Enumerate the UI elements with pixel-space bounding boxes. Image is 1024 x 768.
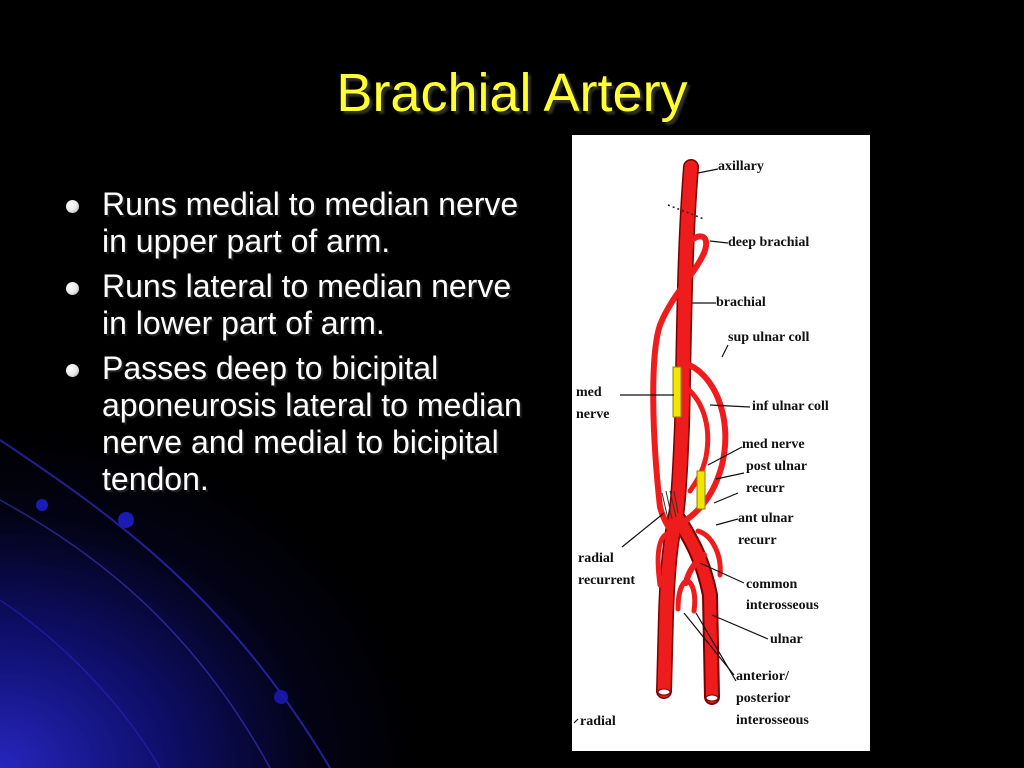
ulnar-end-cap	[705, 694, 719, 702]
median-nerve-upper	[672, 366, 682, 418]
label-med-nerve-left-1: med	[576, 385, 602, 400]
bullet-text: Passes deep to bicipital aponeurosis lat…	[102, 350, 522, 497]
label-deep-brachial: deep brachial	[728, 235, 810, 250]
bicipital-aponeurosis-hatch	[661, 490, 679, 520]
label-med-nerve-left-2: nerve	[576, 407, 610, 422]
label-radial: radial	[580, 714, 616, 729]
deep-brachial-artery	[650, 233, 709, 534]
label-common-interosseous-2: interosseous	[746, 598, 819, 613]
bullet-dot-icon	[66, 364, 79, 377]
bullet-list: Runs medial to median nerve in upper par…	[58, 186, 528, 506]
label-common-interosseous-1: common	[746, 577, 798, 592]
bullet-dot-icon	[66, 282, 79, 295]
artery-diagram: axillary deep brachial brachial sup ulna…	[572, 135, 870, 751]
ulnar-recurrent-artery	[695, 528, 723, 578]
bullet-item: Passes deep to bicipital aponeurosis lat…	[58, 350, 528, 498]
label-axillary: axillary	[718, 159, 764, 174]
bullet-item: Runs medial to median nerve in upper par…	[58, 186, 528, 260]
label-ant-post-interosseous-2: posterior	[736, 691, 791, 706]
anterior-interosseous-artery	[675, 578, 689, 612]
label-radial-recurrent-2: recurrent	[578, 573, 636, 588]
label-ant-ulnar-recurr-1: ant ulnar	[738, 511, 794, 526]
brachial-radial-artery	[657, 160, 698, 698]
bullet-text: Runs lateral to median nerve in lower pa…	[102, 268, 512, 341]
label-inf-ulnar-coll: inf ulnar coll	[752, 399, 829, 414]
label-ant-post-interosseous-1: anterior/	[736, 669, 789, 684]
leader-lines	[573, 168, 769, 724]
bullet-item: Runs lateral to median nerve in lower pa…	[58, 268, 528, 342]
radial-recurrent-artery	[655, 530, 673, 588]
label-ant-post-interosseous-3: interosseous	[736, 713, 809, 728]
bullet-dot-icon	[66, 200, 79, 213]
label-post-ulnar-recurr-1: post ulnar	[746, 459, 808, 474]
label-post-ulnar-recurr-2: recurr	[746, 481, 785, 496]
radial-end-cap	[657, 688, 671, 696]
label-ulnar: ulnar	[770, 632, 803, 647]
bullet-text: Runs medial to median nerve in upper par…	[102, 186, 519, 259]
median-nerve-lower	[696, 470, 706, 510]
slide-title: Brachial Artery	[336, 63, 688, 123]
posterior-interosseous-artery	[685, 578, 698, 614]
artery-drawing	[573, 159, 769, 724]
label-radial-recurrent-1: radial	[578, 551, 614, 566]
label-sup-ulnar-coll: sup ulnar coll	[728, 330, 810, 345]
label-med-nerve-right: med nerve	[742, 437, 805, 452]
label-ant-ulnar-recurr-2: recurr	[738, 533, 777, 548]
label-brachial: brachial	[716, 295, 766, 310]
inf-ulnar-collateral-artery	[679, 382, 711, 494]
ligature-marks	[667, 204, 705, 220]
